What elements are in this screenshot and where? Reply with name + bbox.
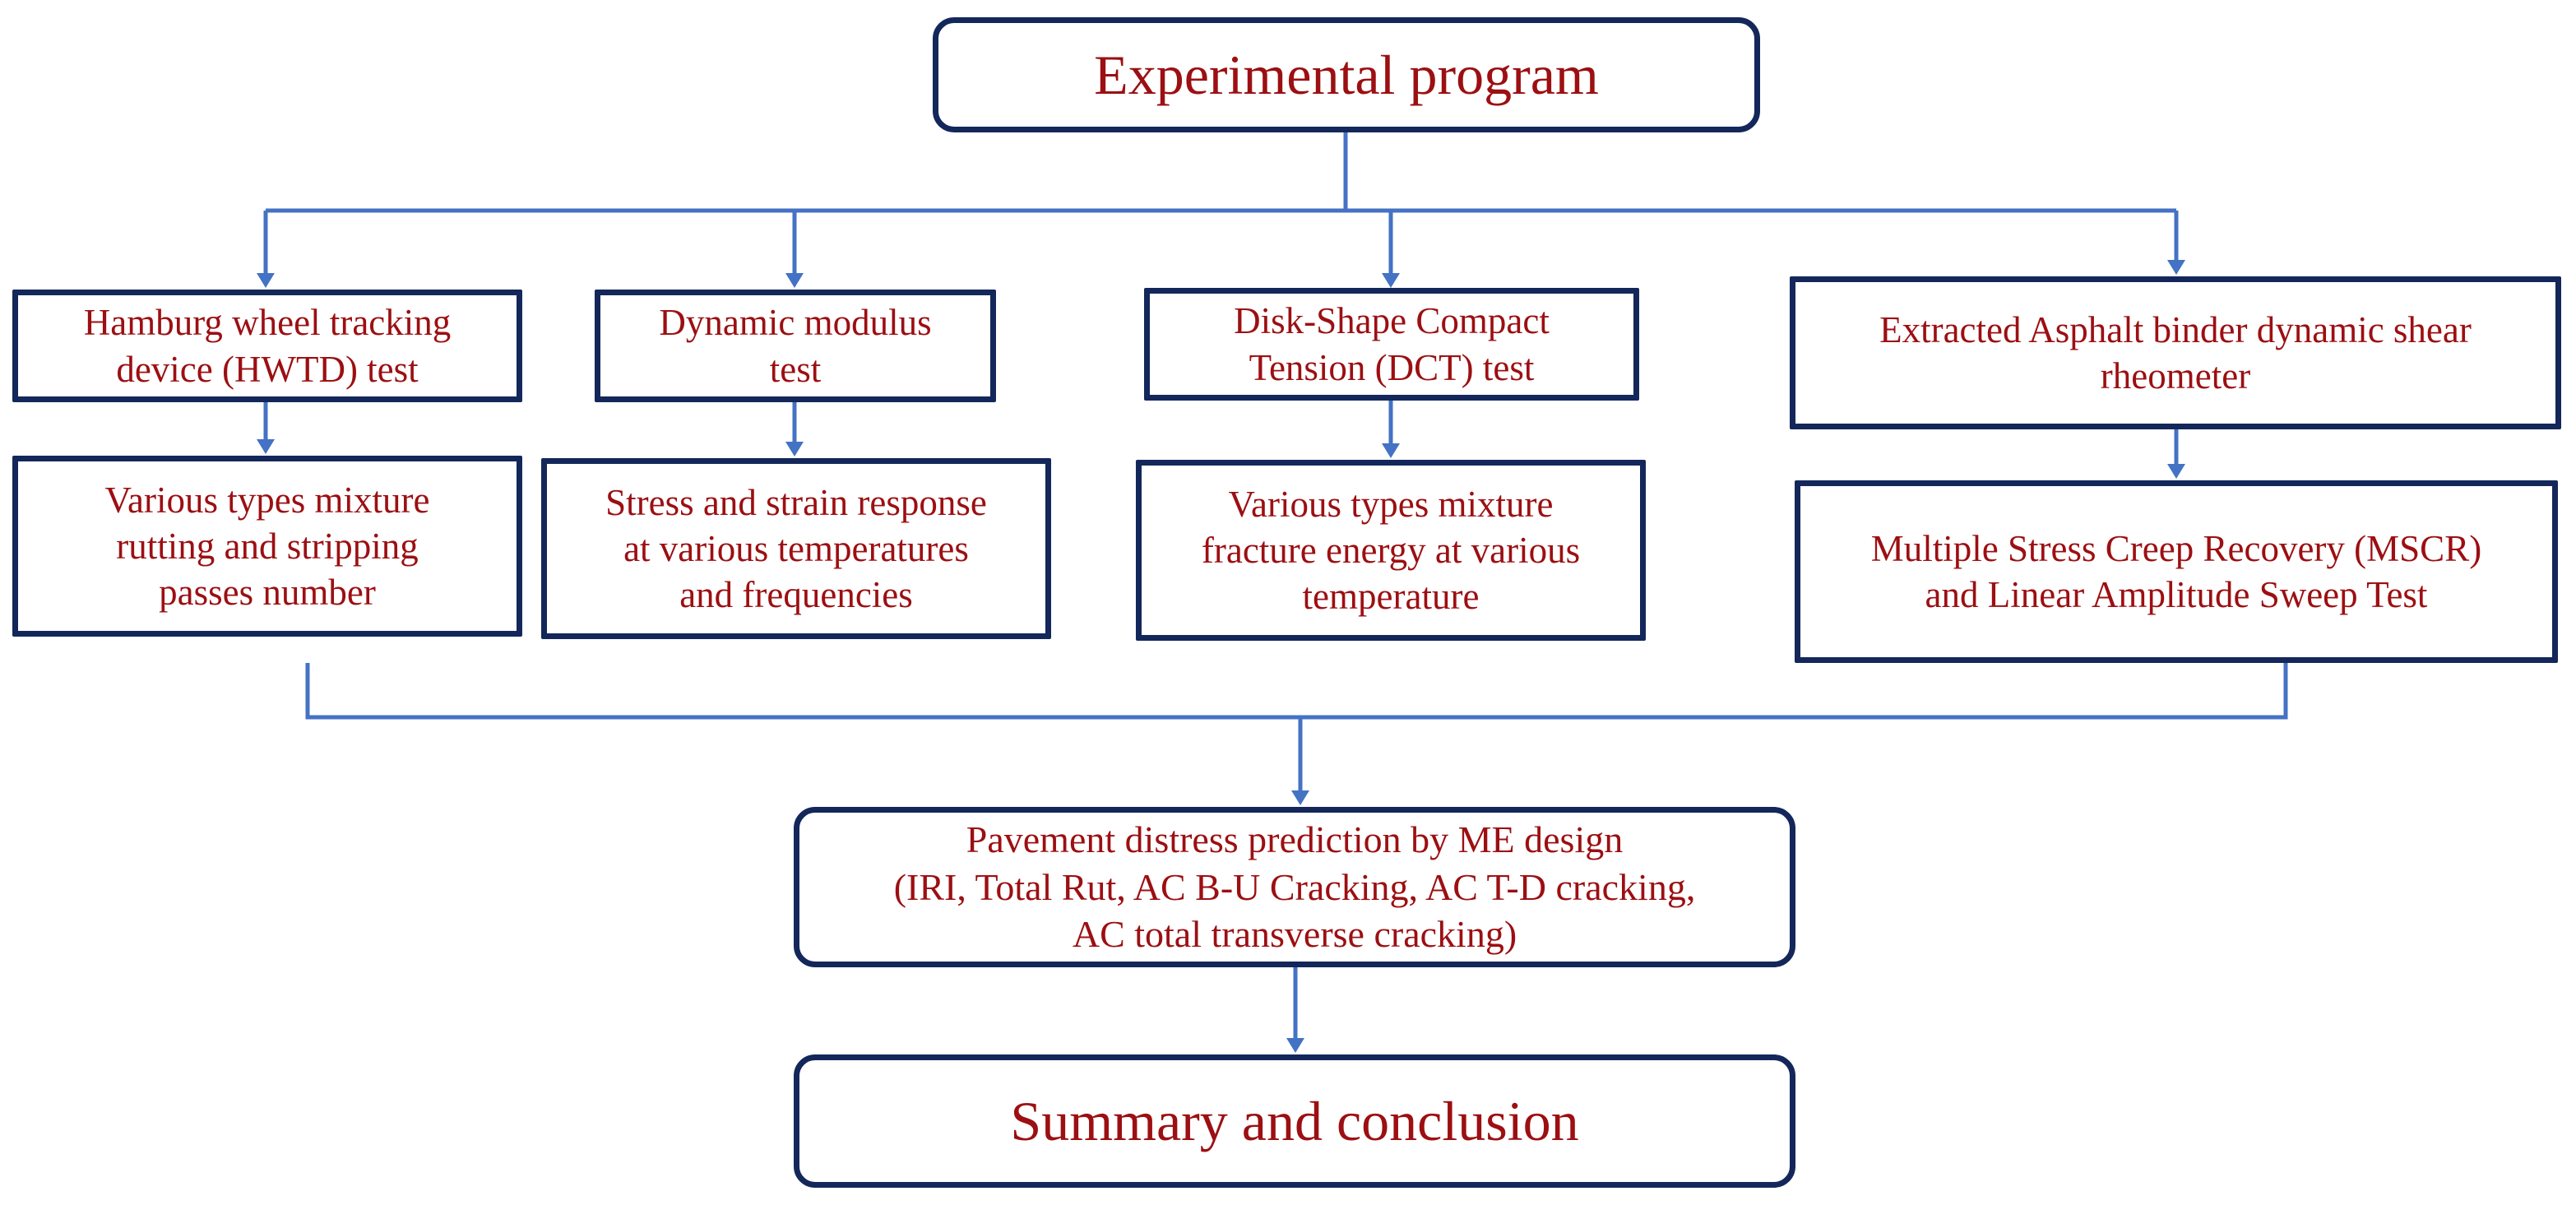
dct-test-label: Disk-Shape Compact Tension (DCT) test [1234, 300, 1550, 388]
dynamic-modulus-result-box: Stress and strain response at various te… [541, 458, 1051, 639]
me-design-box: Pavement distress prediction by ME desig… [794, 807, 1795, 967]
dsr-result-box: Multiple Stress Creep Recovery (MSCR) an… [1795, 480, 2558, 663]
arrowhead-to-dct [1382, 273, 1400, 288]
arrowhead-dynamic-modulus-to-result [785, 442, 804, 457]
arrowhead-to-dsr [2167, 260, 2185, 275]
hwtd-result-box: Various types mixture rutting and stripp… [12, 456, 522, 637]
arrowhead-to-me-design [1291, 790, 1309, 805]
connector-bottom-bracket [305, 663, 2288, 720]
summary-label: Summary and conclusion [1010, 1089, 1579, 1152]
experimental-program-label: Experimental program [1094, 43, 1599, 106]
dct-result-label: Various types mixture fracture energy at… [1201, 483, 1581, 618]
dsr-test-box: Extracted Asphalt binder dynamic shear r… [1790, 276, 2561, 429]
arrowhead-dsr-to-result [2167, 464, 2185, 479]
dct-result-box: Various types mixture fracture energy at… [1136, 460, 1646, 641]
dynamic-modulus-test-label: Dynamic modulus test [659, 302, 932, 390]
arrowhead-to-dynamic-modulus [785, 273, 804, 288]
experimental-program-box: Experimental program [933, 17, 1760, 132]
dynamic-modulus-test-box: Dynamic modulus test [595, 290, 996, 402]
dsr-test-label: Extracted Asphalt binder dynamic shear r… [1879, 308, 2472, 396]
arrowhead-to-hwtd [257, 273, 275, 288]
dynamic-modulus-result-label: Stress and strain response at various te… [605, 481, 987, 616]
hwtd-test-label: Hamburg wheel tracking device (HWTD) tes… [83, 302, 452, 390]
summary-box: Summary and conclusion [794, 1054, 1795, 1188]
dsr-result-label: Multiple Stress Creep Recovery (MSCR) an… [1870, 527, 2482, 615]
hwtd-test-box: Hamburg wheel tracking device (HWTD) tes… [12, 290, 522, 402]
hwtd-result-label: Various types mixture rutting and stripp… [104, 479, 430, 614]
me-design-label: Pavement distress prediction by ME desig… [893, 818, 1696, 956]
dct-test-box: Disk-Shape Compact Tension (DCT) test [1144, 288, 1639, 401]
arrowhead-hwtd-to-result [257, 439, 275, 454]
arrowhead-dct-to-result [1382, 443, 1400, 458]
arrowhead-me-design-to-summary [1286, 1038, 1304, 1053]
